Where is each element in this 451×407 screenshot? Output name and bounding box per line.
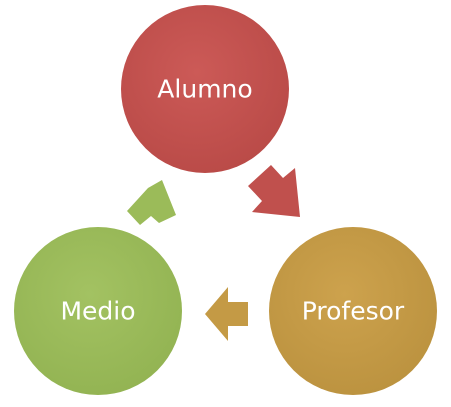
arrow-medio-to-alumno-shape xyxy=(127,180,176,225)
node-profesor: Profesor xyxy=(269,227,437,395)
node-alumno-label: Alumno xyxy=(157,75,252,104)
node-profesor-label: Profesor xyxy=(302,297,405,326)
node-medio-label: Medio xyxy=(60,297,135,326)
arrow-profesor-to-medio xyxy=(205,287,248,341)
node-medio-circle xyxy=(14,227,182,395)
node-alumno: Alumno xyxy=(121,5,289,173)
node-alumno-circle xyxy=(121,5,289,173)
arrow-alumno-to-profesor xyxy=(248,165,300,217)
node-medio: Medio xyxy=(14,227,182,395)
arrow-medio-to-alumno xyxy=(127,180,176,225)
node-profesor-circle xyxy=(269,227,437,395)
arrow-profesor-to-medio-shape xyxy=(205,287,248,341)
arrow-alumno-to-profesor-shape xyxy=(248,165,300,217)
